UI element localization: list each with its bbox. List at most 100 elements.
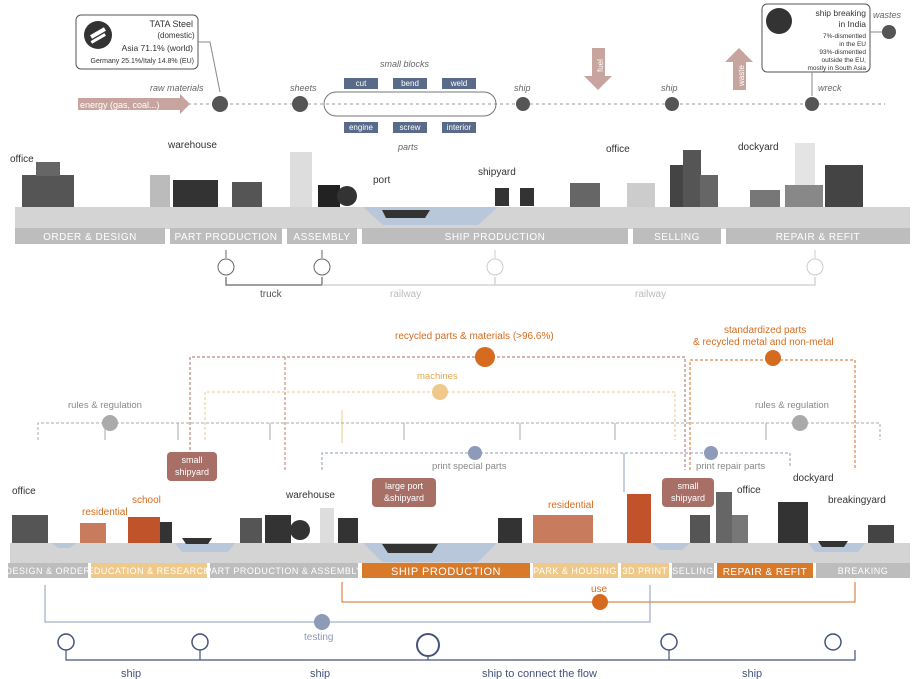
rules1-label: rules & regulation xyxy=(68,400,142,411)
wreck-label: wreck xyxy=(818,83,842,93)
breaking-outside2: outside the EU, xyxy=(822,57,867,64)
label-office: office xyxy=(10,154,34,165)
recycle-icon xyxy=(475,347,495,367)
machines-label: machines xyxy=(417,371,458,382)
ship1-label: ship xyxy=(514,83,531,93)
b-stage-breaking: BREAKING xyxy=(838,566,889,576)
part-screw: screw xyxy=(400,123,421,132)
label-warehouse: warehouse xyxy=(167,140,217,151)
top-ship-icon xyxy=(382,210,430,218)
train-icon xyxy=(486,258,504,276)
gear-icon xyxy=(432,384,448,400)
small-shipyard2-line1: small xyxy=(677,481,698,491)
b-label-school: school xyxy=(132,495,161,506)
b-label-breakingyard: breakingyard xyxy=(828,495,886,506)
b-ship1-icon xyxy=(182,538,212,544)
b-stage-selling: SELLING xyxy=(672,566,714,576)
b-stage-park-housing: PARK & HOUSING xyxy=(533,566,617,576)
testing-label: testing xyxy=(304,632,333,643)
raw-node-icon xyxy=(212,96,228,112)
b-label-residential: residential xyxy=(82,507,128,518)
railway2-label: railway xyxy=(635,289,666,300)
tata-asia: Asia 71.1% (world) xyxy=(122,43,194,53)
waste-label: waste xyxy=(737,65,746,87)
truck-label: truck xyxy=(260,289,283,300)
rules2-label: rules & regulation xyxy=(755,400,829,411)
small-shipyard1-tag xyxy=(167,452,217,481)
block-weld: weld xyxy=(450,79,467,88)
small-shipyard2-line2: shipyard xyxy=(671,493,705,503)
tata-title: TATA Steel xyxy=(149,19,193,29)
tata-eu: Germany 25.1%/Italy 14.8% (EU) xyxy=(91,58,195,65)
large-port-tag xyxy=(372,478,436,507)
b-label-office: office xyxy=(12,486,36,497)
waste-arrow xyxy=(725,48,753,90)
print-repair-label: print repair parts xyxy=(696,461,765,472)
breaking-eu2: in the EU xyxy=(839,41,866,48)
ship-label-3: ship to connect the flow xyxy=(482,668,597,679)
b-stage-ship-production: SHIP PRODUCTION xyxy=(391,566,501,578)
fuel-arrow xyxy=(584,48,612,90)
ship-breaking-box: ship breaking in India 7%-dismentled in … xyxy=(761,3,871,73)
stage-assembly: ASSEMBLY xyxy=(293,232,350,243)
breaking-eu: 7%-dismentled xyxy=(823,33,866,40)
truck-icon xyxy=(217,258,235,276)
breaking-outside3: mostly in South Asia xyxy=(807,65,866,72)
b-stage-part-production: PART PRODUCTION & ASSEMBLY xyxy=(205,566,362,576)
ship-node-icon xyxy=(516,97,530,111)
sheets-node-icon xyxy=(292,96,308,112)
standardized-label: standardized parts xyxy=(724,325,806,336)
standardized2-label: & recycled metal and non-metal xyxy=(693,337,834,348)
fuel-label: fuel xyxy=(596,59,605,72)
energy-label: energy (gas, coal...) xyxy=(80,100,160,110)
energy-arrow xyxy=(78,94,190,114)
train2-icon xyxy=(806,258,824,276)
ship-label-2: ship xyxy=(310,668,330,679)
stage-ship-production: SHIP PRODUCTION xyxy=(445,232,546,243)
tata-sub: (domestic) xyxy=(157,31,195,40)
truck2-icon xyxy=(313,258,331,276)
breaking-title: ship breaking xyxy=(815,8,866,18)
b-ship2-icon xyxy=(382,544,438,553)
top-stage-bars: ORDER & DESIGN PART PRODUCTION ASSEMBLY … xyxy=(15,228,910,244)
small-shipyard2-tag xyxy=(662,478,714,507)
ship-icon-5 xyxy=(824,633,842,651)
block-bend: bend xyxy=(401,79,419,88)
b-label-dockyard: dockyard xyxy=(793,473,834,484)
label-office2: office xyxy=(606,144,630,155)
top-buildings xyxy=(22,143,863,207)
top-transport: truck railway railway xyxy=(217,250,824,300)
stage-part-production: PART PRODUCTION xyxy=(174,232,277,243)
testing-icon xyxy=(314,614,330,630)
b-label-office2: office xyxy=(737,485,761,496)
breaking-outside: 93%-dismentled xyxy=(819,49,866,56)
sheets-label: sheets xyxy=(290,83,317,93)
recycle2-icon xyxy=(765,350,781,366)
stage-selling: SELLING xyxy=(654,232,700,243)
wreck-node-icon xyxy=(805,97,819,111)
label-dockyard: dockyard xyxy=(738,142,779,153)
bottom-buildings xyxy=(12,492,894,543)
print-special-label: print special parts xyxy=(432,461,507,472)
large-port-line1: large port xyxy=(385,481,424,491)
ship-breaking-icon xyxy=(766,8,792,34)
label-shipyard: shipyard xyxy=(478,167,516,178)
wastes-label: wastes xyxy=(873,10,902,20)
part-interior: interior xyxy=(447,123,472,132)
b-label-warehouse: warehouse xyxy=(285,490,335,501)
use-icon xyxy=(592,594,608,610)
print2-icon xyxy=(704,446,718,460)
ship-label-1: ship xyxy=(121,668,141,679)
ship-icon-3 xyxy=(416,633,440,657)
b-stage-design-order: DESIGN & ORDER xyxy=(5,566,90,576)
small-shipyard1-line2: shipyard xyxy=(175,467,209,477)
ship-icon-2 xyxy=(191,633,209,651)
parts-label: parts xyxy=(397,142,419,152)
print-icon xyxy=(468,446,482,460)
b-ship3-icon xyxy=(818,541,848,547)
breaking-title2: in India xyxy=(839,19,867,29)
large-port-line2: &shipyard xyxy=(384,493,424,503)
ship-connect-flow: ship ship ship to connect the flow ship xyxy=(57,633,856,679)
stage-repair-refit: REPAIR & REFIT xyxy=(776,232,861,243)
